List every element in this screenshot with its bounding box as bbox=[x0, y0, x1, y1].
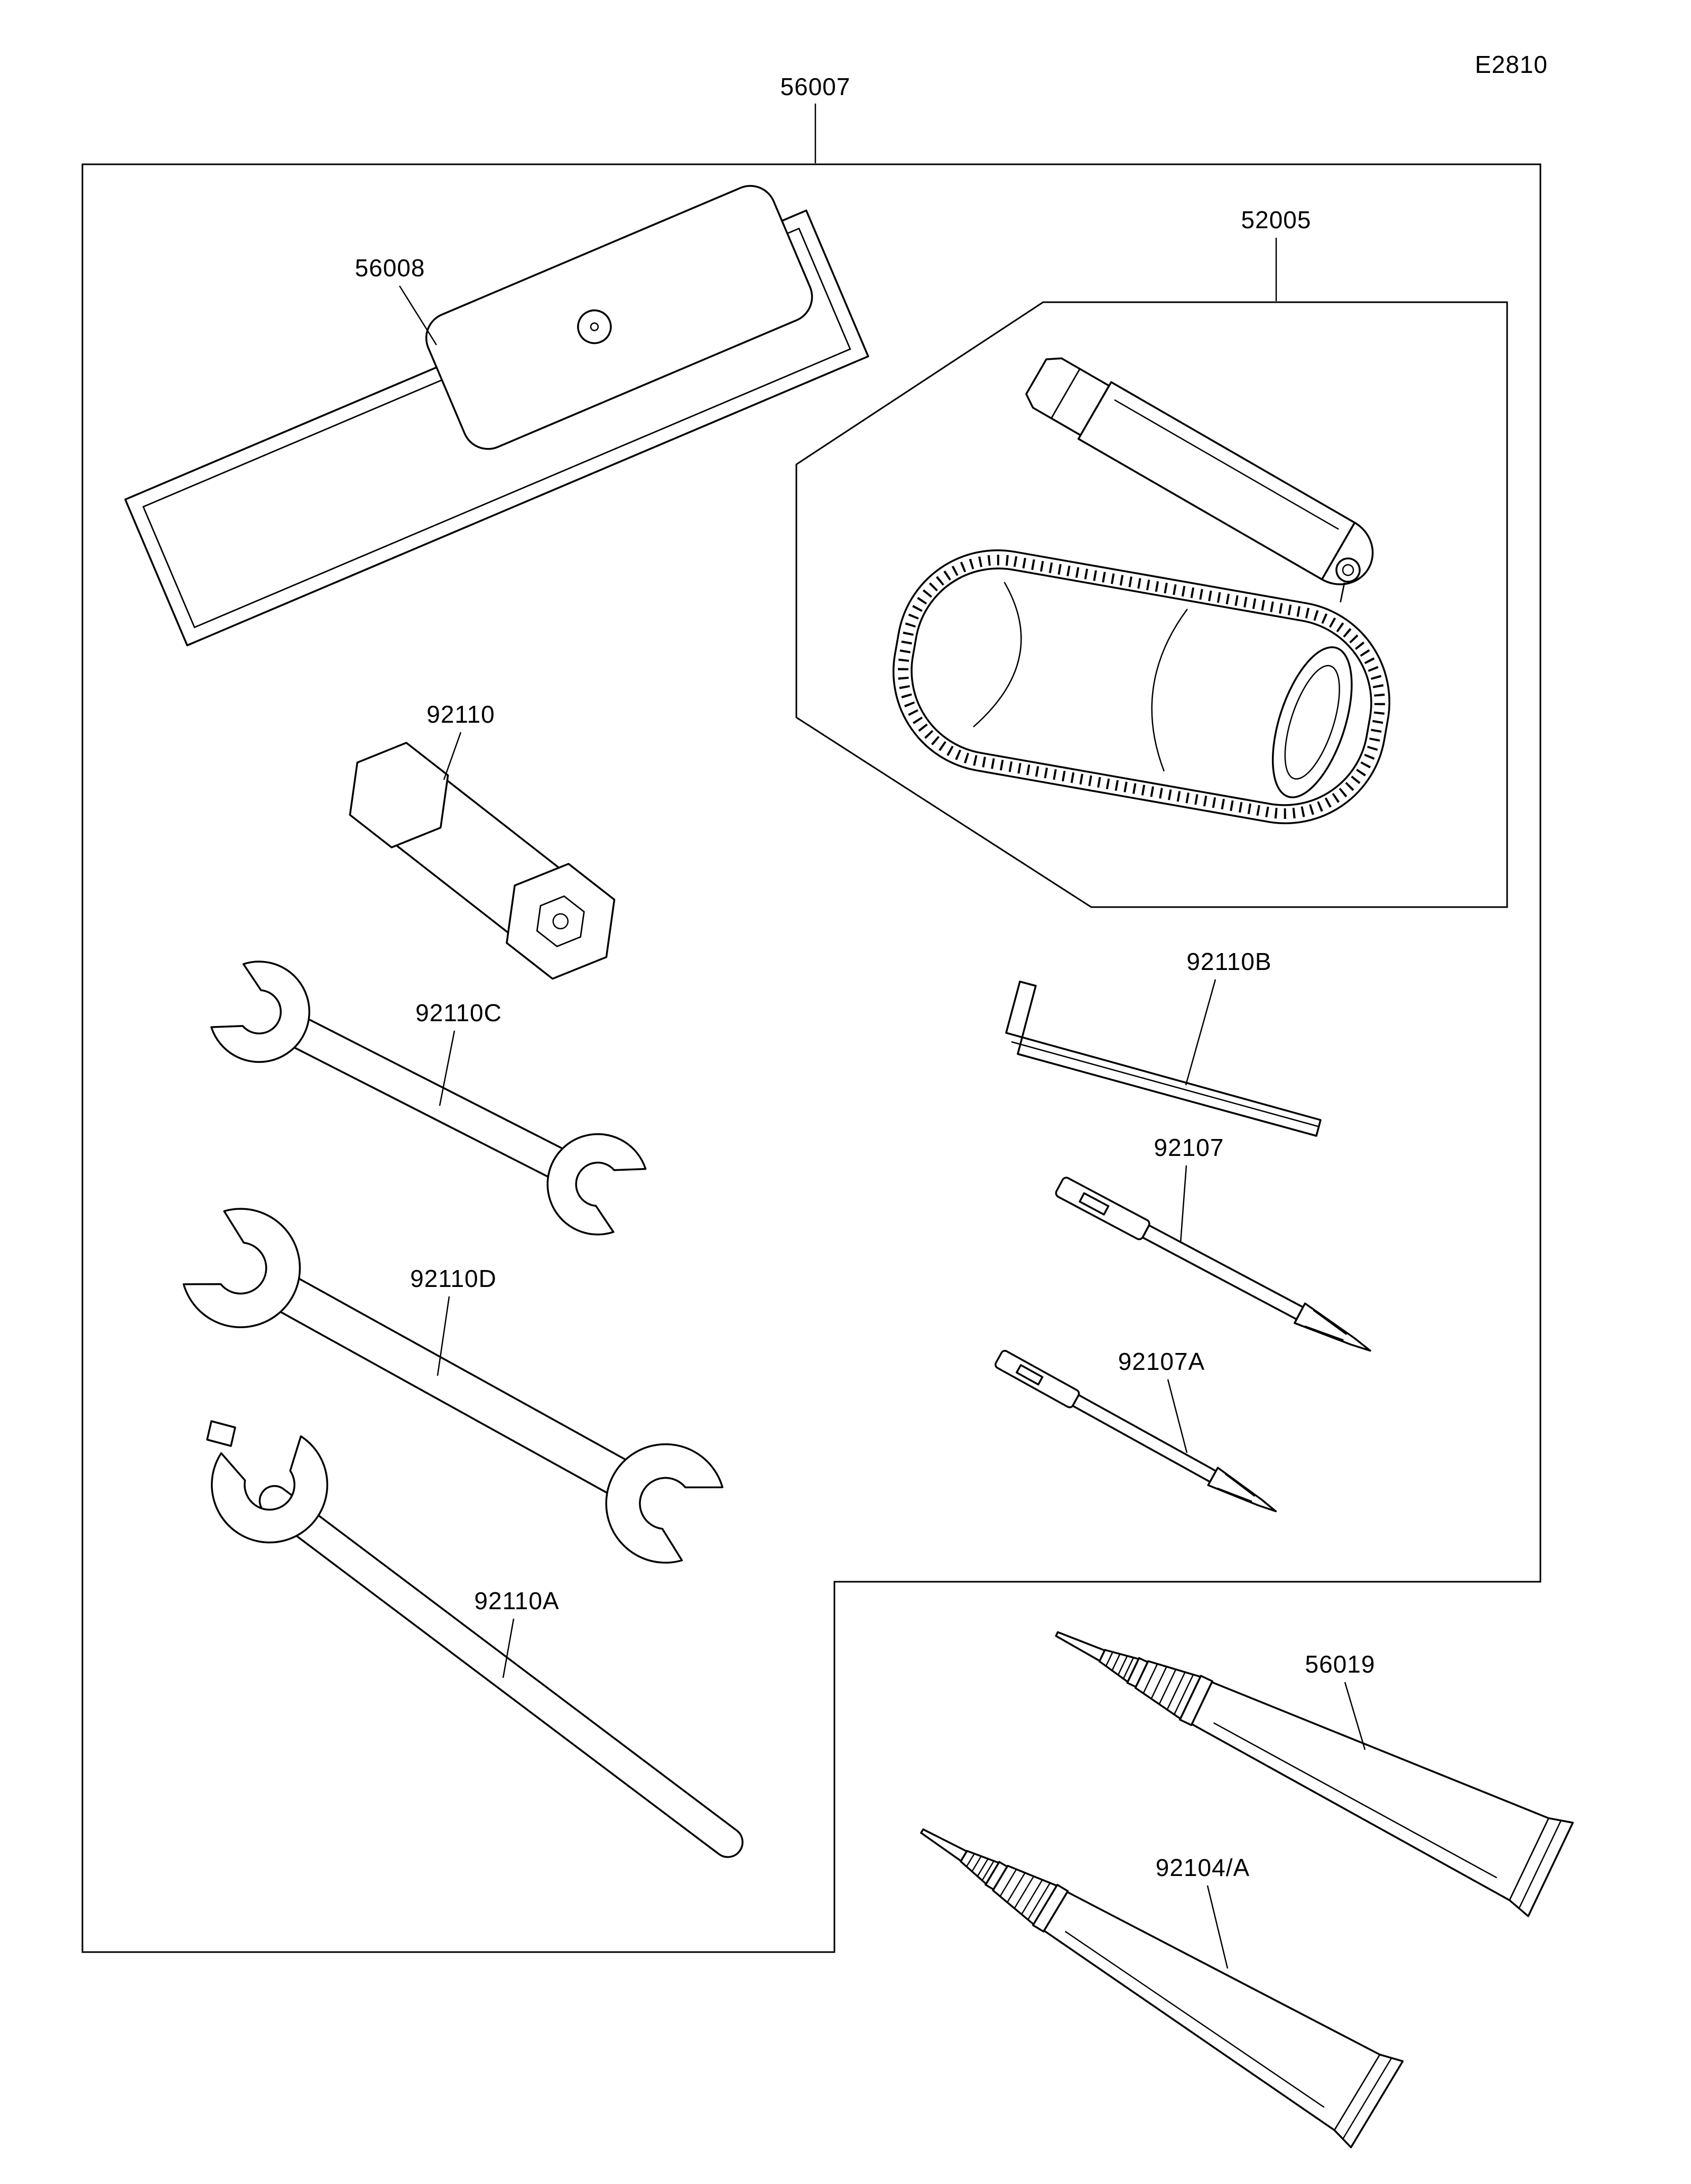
page-code: E2810 bbox=[1475, 51, 1548, 78]
wrench-jaw-top bbox=[203, 950, 328, 1080]
part-label-92110A: 92110A bbox=[474, 1587, 559, 1614]
leader-92110A bbox=[502, 1618, 515, 1678]
phillips-screwdriver-drawing bbox=[1053, 1174, 1377, 1361]
bag-inner bbox=[910, 567, 1372, 806]
canister-tail bbox=[1340, 582, 1345, 603]
canister-eyelet-hole bbox=[1342, 564, 1354, 576]
part-label-92110: 92110 bbox=[426, 701, 495, 728]
socket-end bbox=[506, 863, 616, 980]
spanner-pin-tab bbox=[206, 1420, 236, 1447]
leader-92107A bbox=[1167, 1379, 1188, 1453]
hex-key-drawing bbox=[1005, 981, 1322, 1137]
hex-key-body bbox=[1005, 981, 1322, 1137]
part-label-92107: 92107 bbox=[1154, 1134, 1224, 1161]
leader-56008 bbox=[398, 285, 438, 346]
bag-crease-1 bbox=[973, 582, 1022, 727]
part-label-56019: 56019 bbox=[1305, 1650, 1376, 1678]
socket-end-dot bbox=[552, 913, 569, 930]
socket-end-hex bbox=[506, 863, 616, 980]
part-label-56008: 56008 bbox=[355, 254, 425, 282]
bag-crease-2 bbox=[1151, 609, 1188, 772]
socket-head-hex bbox=[349, 742, 449, 848]
canister-cap-ring bbox=[1051, 368, 1081, 419]
toolkit-outline-box bbox=[81, 163, 1541, 1953]
socket-end-hole bbox=[536, 895, 585, 948]
leader-92110C bbox=[439, 1030, 456, 1106]
pouch-snap bbox=[577, 309, 612, 344]
part-label-92104: 92104/A bbox=[1156, 1854, 1250, 1881]
pouch-snap-dot bbox=[590, 322, 599, 331]
wrench-jaw-top bbox=[175, 1196, 321, 1349]
leader-56019 bbox=[1344, 1682, 1366, 1750]
assembly-label: 56007 bbox=[781, 73, 851, 100]
tool-pouch-drawing bbox=[124, 185, 869, 647]
bag-mouth-inner bbox=[1284, 665, 1340, 780]
grease-tube-drawing bbox=[895, 1787, 1404, 2149]
leader-lines bbox=[398, 104, 1366, 1969]
leader-92107 bbox=[1179, 1165, 1187, 1244]
open-end-wrench-small-drawing bbox=[203, 950, 654, 1246]
part-label-92110C: 92110C bbox=[415, 999, 502, 1026]
sealant-tube-drawing bbox=[1034, 1586, 1574, 1917]
leader-92104 bbox=[1206, 1885, 1229, 1969]
vinyl-bag-drawing bbox=[893, 549, 1390, 825]
hook-spanner-drawing bbox=[205, 1420, 744, 1858]
part-label-92110D: 92110D bbox=[410, 1265, 497, 1292]
pouch-flap bbox=[425, 185, 813, 450]
open-end-wrench-large-drawing bbox=[175, 1196, 731, 1576]
leader-92110 bbox=[443, 732, 462, 780]
wrench-jaw-bottom bbox=[529, 1116, 654, 1246]
canister-body bbox=[1077, 381, 1356, 581]
bag-mouth bbox=[1271, 646, 1353, 798]
canister-sheen bbox=[1114, 399, 1339, 530]
wrench-shaft bbox=[276, 1010, 580, 1187]
spanner-handle bbox=[258, 1485, 744, 1858]
wrench-jaw-bottom bbox=[585, 1423, 731, 1575]
part-label-92107A: 92107A bbox=[1118, 1348, 1205, 1375]
part-label-92110B: 92110B bbox=[1186, 948, 1271, 975]
hex-key-facet bbox=[1011, 1041, 1318, 1127]
socket-wrench-drawing bbox=[349, 742, 616, 980]
sealant-canister-drawing bbox=[1025, 357, 1374, 603]
leader-92110B bbox=[1185, 979, 1216, 1086]
part-label-52005: 52005 bbox=[1241, 206, 1312, 234]
bag-kit-outline-box bbox=[795, 301, 1508, 908]
tool-bag-kit-drawing bbox=[893, 357, 1390, 825]
leader-92110D bbox=[436, 1296, 450, 1376]
canister-eyelet bbox=[1335, 557, 1361, 583]
